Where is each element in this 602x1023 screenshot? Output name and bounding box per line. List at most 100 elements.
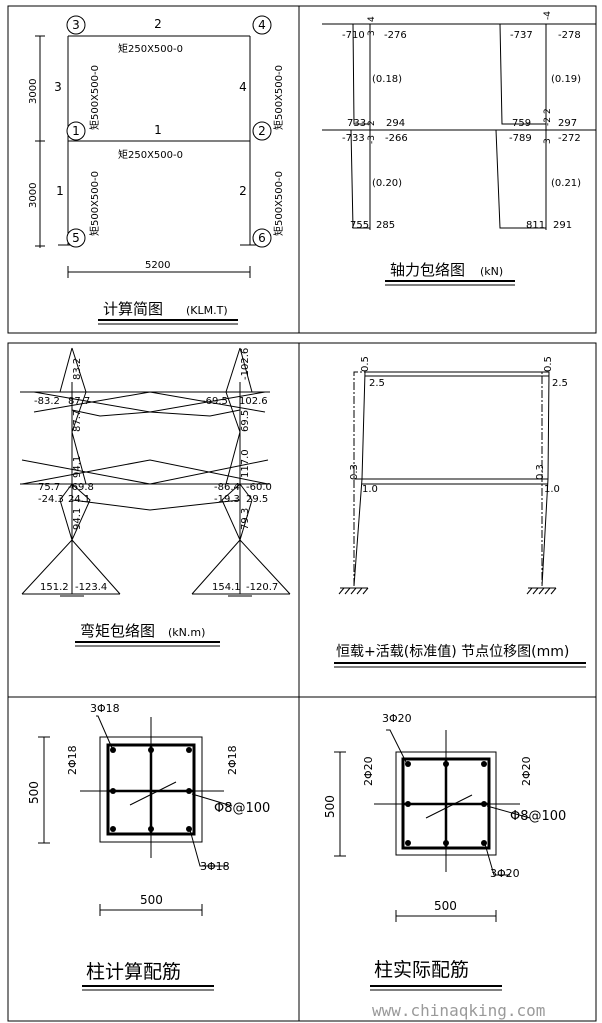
caption-calc-reinforcement: 柱计算配筋 [82, 961, 214, 991]
beam-section-label: 矩250X500-0 [118, 148, 183, 161]
dimension-span: 5200 [145, 260, 170, 271]
moment-labels: 83.2 -102.6 -83.2 87.7 -69.5 102.6 87.7 … [34, 348, 278, 593]
axial-value: 811 [526, 220, 545, 231]
dimension-upper: 3000 [28, 79, 39, 104]
moment-value: 151.2 [40, 582, 69, 593]
rebar-top-label: 3Φ18 [90, 702, 120, 715]
displacement-value: 0.5 [360, 356, 371, 372]
moment-value: 94.1 [72, 456, 83, 478]
displacement-value: 1.0 [362, 484, 378, 495]
displacement-value: 0.3 [349, 464, 360, 480]
rebar-top-label: 3Φ20 [382, 712, 412, 725]
moment-value: 83.2 [72, 358, 83, 380]
moment-value: -69.8 [68, 482, 94, 493]
moment-value: -24.3 [38, 494, 64, 505]
moment-diagram [20, 347, 291, 597]
reinforcement-labels-actual: 3Φ20 2Φ20 2Φ20 Φ8@100 3Φ20 500 500 [323, 712, 566, 913]
axial-value: -266 [385, 133, 408, 144]
member-number: 3 [367, 30, 377, 36]
axial-value: -276 [384, 30, 407, 41]
dimension-width: 500 [434, 899, 457, 913]
column-section-label: 矩500X500-0 [272, 171, 285, 236]
stirrup-label: Φ8@100 [214, 801, 270, 816]
caption-displacement: 恒载+活载(标准值) 节点位移图(mm) [334, 644, 586, 668]
axial-value: 755 [350, 220, 369, 231]
caption-actual-reinforcement: 柱实际配筋 [370, 959, 502, 991]
caption-title: 轴力包络图 [390, 261, 465, 279]
member-labels: 2 1 3 4 1 2 [54, 17, 247, 198]
node-label: 5 [72, 231, 80, 245]
watermark: www.chinaqking.com [372, 1001, 545, 1020]
axial-diagram [322, 23, 596, 230]
reinforcement-labels-calc: 3Φ18 2Φ18 2Φ18 Φ8@100 3Φ18 500 500 [27, 702, 270, 907]
axial-value: 759 [512, 118, 531, 129]
moment-value: -120.7 [246, 582, 278, 593]
member-label: 1 [154, 123, 162, 137]
node-label: 1 [72, 124, 80, 138]
stirrup-label: Φ8@100 [510, 809, 566, 824]
member-number: -4 [543, 11, 553, 20]
dimension-width: 500 [140, 893, 163, 907]
moment-value: 75.7 [38, 482, 60, 493]
caption-title: 弯矩包络图 [80, 622, 155, 640]
axial-value: 291 [553, 220, 572, 231]
axial-value: -789 [509, 133, 532, 144]
axial-value: 297 [558, 118, 577, 129]
moment-value: 87.7 [72, 410, 83, 432]
column-section-label: 矩500X500-0 [272, 65, 285, 130]
member-label: 3 [54, 80, 62, 94]
member-number: 4 [367, 16, 377, 22]
member-number: -2 [543, 117, 553, 126]
rebar-bottom-label: 3Φ18 [200, 860, 230, 873]
displacement-labels: 0.5 0.5 2.5 2.5 0.3 0.3 1.0 1.0 [349, 356, 568, 495]
moment-value: 24.1 [68, 494, 90, 505]
displacement-value: 2.5 [369, 378, 385, 389]
moment-value: 79.3 [240, 508, 251, 530]
moment-value: 29.5 [246, 494, 268, 505]
moment-value: -60.0 [246, 482, 272, 493]
axial-ratio: (0.21) [551, 178, 581, 189]
displacement-value: 1.0 [544, 484, 560, 495]
axial-ratio: (0.18) [372, 74, 402, 85]
member-label: 4 [239, 80, 247, 94]
caption-axial: 轴力包络图 (kN) [385, 261, 515, 286]
moment-value: -102.6 [240, 348, 251, 380]
moment-value: -19.3 [214, 494, 240, 505]
moment-value: 154.1 [212, 582, 241, 593]
moment-value: -69.5 [202, 396, 228, 407]
rebar-dots-calc [110, 747, 192, 832]
axial-value: -710 [342, 30, 365, 41]
caption-title: 柱实际配筋 [374, 959, 469, 981]
dimension-height: 500 [323, 795, 337, 818]
column-section-actual [334, 729, 531, 922]
rebar-right-label: 2Φ20 [520, 756, 533, 786]
caption-unit: (kN.m) [168, 626, 205, 639]
rebar-left-label: 2Φ20 [362, 756, 375, 786]
moment-value: 102.6 [239, 396, 268, 407]
caption-title: 计算简图 [103, 300, 163, 318]
member-label: 2 [154, 17, 162, 31]
caption-title: 恒载+活载(标准值) 节点位移图(mm) [336, 644, 569, 660]
displacement-diagram [340, 371, 556, 589]
rebar-left-label: 2Φ18 [66, 745, 79, 775]
node-circles [66, 15, 272, 248]
rebar-dots-actual [405, 761, 487, 846]
axial-value: 733 [347, 118, 366, 129]
axial-value: -737 [510, 30, 533, 41]
member-number: 2 [543, 108, 553, 114]
frame-sketch [35, 35, 260, 278]
moment-value: -83.2 [34, 396, 60, 407]
axial-ratio: (0.19) [551, 74, 581, 85]
frame-top [7, 5, 597, 334]
displacement-value: 0.3 [535, 464, 546, 480]
caption-unit: (kN) [480, 265, 503, 278]
moment-value: 94.1 [72, 508, 83, 530]
axial-value: -278 [558, 30, 581, 41]
caption-title: 柱计算配筋 [86, 961, 181, 983]
frame-bottom [7, 342, 597, 1022]
axial-value: -733 [342, 133, 365, 144]
rebar-bottom-label: 3Φ20 [490, 867, 520, 880]
axial-value: -272 [558, 133, 581, 144]
dimension-lower: 3000 [28, 183, 39, 208]
